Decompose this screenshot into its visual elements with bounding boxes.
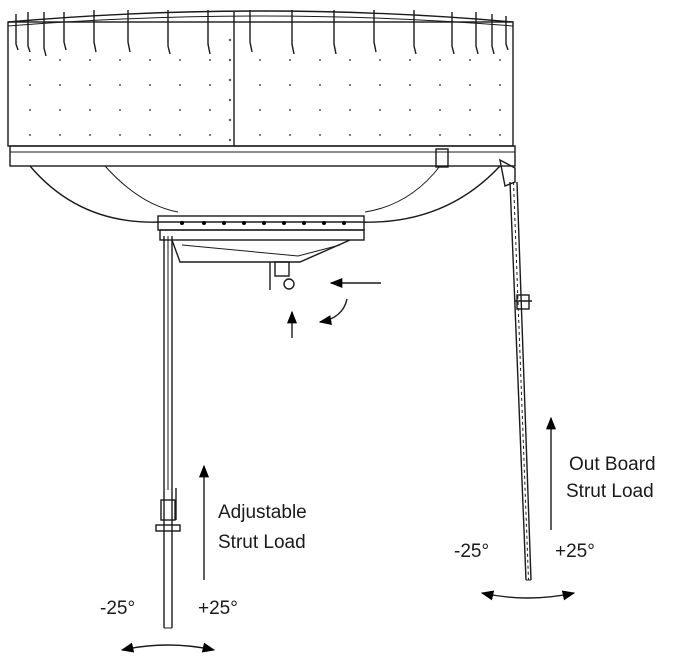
outboard-label-1: Out Board: [569, 454, 656, 475]
left-neg-angle: -25°: [100, 598, 135, 619]
right-swing-arrow: [480, 590, 576, 601]
left-pos-angle: +25°: [198, 598, 238, 619]
tank-wall: [7, 21, 514, 147]
moment-arrow: [318, 298, 348, 326]
bottom-dome: [29, 165, 501, 223]
right-pos-angle: +25°: [555, 541, 595, 562]
adjustable-label-1: Adjustable: [218, 502, 307, 523]
tank-rim: [7, 10, 514, 23]
rim-hooks: [15, 10, 509, 57]
rivets: [29, 59, 501, 136]
left-swing-arrow: [120, 642, 216, 653]
right-neg-angle: -25°: [454, 541, 489, 562]
outboard-strut: [509, 181, 532, 581]
adjustable-label-2: Strut Load: [218, 532, 306, 553]
support-bracket: [159, 229, 365, 290]
base-ring: [9, 145, 516, 167]
hub-load-arrows: [286, 277, 381, 338]
adjustable-strut-load: Adjustable Strut Load -25° +25°: [100, 464, 307, 653]
tank: [7, 10, 516, 290]
outboard-label-2: Strut Load: [566, 481, 654, 502]
adjustable-strut: [155, 236, 181, 629]
outboard-strut-load: Out Board Strut Load -25° +25°: [454, 416, 656, 601]
